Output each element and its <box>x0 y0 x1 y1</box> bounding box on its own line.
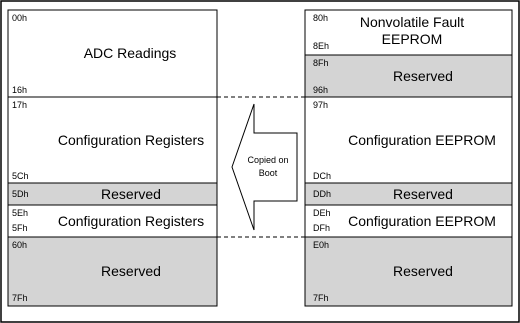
left-addr-start: 17h <box>12 100 27 110</box>
left-addr-end: 5Ch <box>12 171 29 181</box>
left-region-label: ADC Readings <box>84 45 177 61</box>
right-region-label: Reserved <box>393 263 453 279</box>
right-region-label: Reserved <box>393 186 453 202</box>
right-addr-end: 7Fh <box>313 293 329 303</box>
right-region-label: Configuration EEPROM <box>348 132 496 148</box>
left-memory-map: 00h 16h ADC Readings 17h 5Ch Configurati… <box>7 9 218 307</box>
left-region-label: Reserved <box>101 263 161 279</box>
right-addr-end: DCh <box>313 171 331 181</box>
left-addr-end: 5Fh <box>12 223 28 233</box>
right-addr-start: DDh <box>313 189 331 199</box>
right-addr-end: DFh <box>313 223 330 233</box>
left-region-adc-readings <box>7 9 218 98</box>
right-addr-start: 80h <box>313 13 328 23</box>
left-region-config-registers <box>7 96 218 184</box>
right-addr-start: E0h <box>313 240 329 250</box>
right-region-config-eeprom-2 <box>304 204 513 238</box>
right-region-nonvolatile-fault <box>304 9 513 56</box>
left-region-label: Reserved <box>101 186 161 202</box>
right-addr-end: 96h <box>313 85 328 95</box>
right-region-label: Reserved <box>393 68 453 84</box>
arrow-label-line2: Boot <box>259 168 278 178</box>
left-addr-start: 60h <box>12 240 27 250</box>
left-region-reserved-2 <box>7 236 218 307</box>
copy-arrow-shape <box>231 103 298 231</box>
right-addr-start: DEh <box>313 208 331 218</box>
right-region-config-eeprom <box>304 96 513 184</box>
right-addr-start: 8Fh <box>313 58 329 68</box>
left-addr-end: 16h <box>12 85 27 95</box>
left-region-config-registers-2 <box>7 204 218 238</box>
left-addr-start: 5Dh <box>12 189 29 199</box>
right-region-label: Configuration EEPROM <box>348 213 496 229</box>
left-addr-start: 00h <box>12 13 27 23</box>
left-region-label: Configuration Registers <box>58 213 204 229</box>
left-addr-start: 5Eh <box>12 208 28 218</box>
right-region-reserved-3 <box>304 236 513 307</box>
left-addr-end: 7Fh <box>12 293 28 303</box>
right-region-label-line2: EEPROM <box>382 31 443 47</box>
right-addr-end: 8Eh <box>313 41 329 51</box>
right-region-label: Nonvolatile Fault <box>360 14 464 30</box>
arrow-label-line1: Copied on <box>247 155 288 165</box>
left-region-label: Configuration Registers <box>58 132 204 148</box>
right-memory-map: 80h 8Eh Nonvolatile Fault EEPROM 8Fh 96h… <box>304 9 513 307</box>
right-addr-start: 97h <box>313 100 328 110</box>
